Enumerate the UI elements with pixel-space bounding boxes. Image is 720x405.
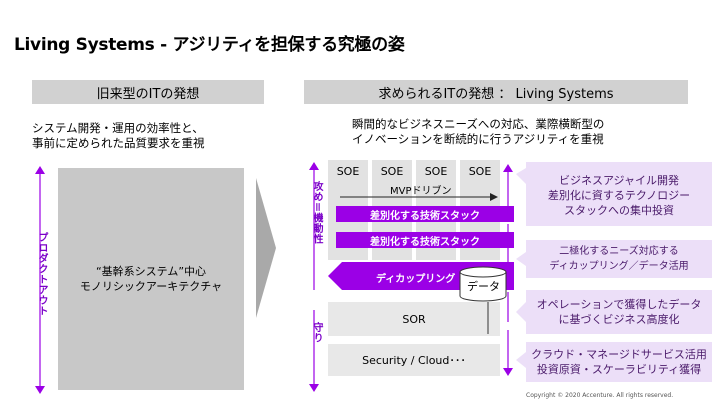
axis-arrowhead-up-icon [309, 162, 319, 170]
defense-label: 守り [311, 322, 322, 343]
callout-line: クラウド・マネージドサービス活用 [531, 348, 707, 361]
tech-stack-bar: 差別化する技術スタック [336, 206, 514, 222]
mvp-arrow-icon [340, 193, 498, 201]
callout-connectors [503, 164, 513, 376]
sor-box: SOR [328, 302, 500, 336]
living-systems-description-line: 瞬間的なビジネスニーズへの対応、業際横断型の [352, 117, 605, 131]
copyright: Copyright © 2020 Accenture. All rights r… [526, 392, 674, 399]
callout-line: 差別化に資するテクノロジー [547, 188, 691, 202]
callout-line: オペレーションで獲得したデータ [536, 298, 702, 311]
data-label: データ [467, 280, 500, 293]
page-title: Living Systems - アジリティを担保する究極の姿 [14, 35, 405, 55]
living-systems-header: 求められるITの発想 ： Living Systems [304, 80, 688, 104]
callout-decoupling: 二極化するニーズ対応する ディカップリング／データ活用 [526, 240, 712, 278]
offense-defense-axis [309, 162, 319, 392]
legacy-header: 旧来型のITの発想 [32, 80, 264, 104]
callout-line: 投資原資・スケーラビリティ獲得 [536, 363, 702, 376]
callout-operations: オペレーションで獲得したデータ に基づくビジネス高度化 [526, 290, 712, 334]
callout-agile: ビジネスアジャイル開発 差別化に資するテクノロジー スタックへの集中投資 [526, 166, 712, 224]
transition-chevron-icon [256, 178, 276, 318]
axis-arrowhead-up-icon [35, 166, 45, 174]
database-icon [459, 266, 507, 302]
monolith-line: モノリシックアーキテクチャ [79, 280, 223, 293]
product-out-label: プロダクトアウト [36, 232, 47, 316]
callout-backgrounds [516, 162, 712, 382]
monolith-box: “基幹系システム”中心 モノリシックアーキテクチャ [58, 168, 244, 390]
axis-arrowhead-up-icon [503, 164, 513, 172]
offense-label: 攻め＝機動性 [311, 181, 322, 244]
data-connector [487, 302, 489, 334]
axis-arrowhead-down-icon [503, 368, 513, 376]
monolith-line: “基幹系システム”中心 [95, 265, 207, 278]
decoupling-label: ディカップリング [376, 274, 456, 285]
legacy-description-line: 事前に定められた品質要求を重視 [32, 136, 205, 150]
living-systems-description: 瞬間的なビジネスニーズへの対応、業際横断型の イノベーションを断続的に行うアジリ… [352, 117, 604, 147]
callout-line: 二極化するニーズ対応する [559, 246, 679, 257]
living-systems-description-line: イノベーションを断続的に行うアジリティを重視 [352, 132, 604, 146]
mvp-label: MVPドリブン [390, 186, 452, 197]
axis-arrowhead-down-icon [309, 384, 319, 392]
tech-stack-bar: 差別化する技術スタック [336, 232, 514, 248]
axis-arrowhead-down-icon [35, 386, 45, 394]
product-out-axis [35, 166, 45, 394]
security-cloud-box: Security / Cloud･･･ [328, 344, 500, 376]
callout-line: ディカップリング／データ活用 [549, 261, 689, 272]
legacy-description-line: システム開発・運用の効率性と、 [32, 121, 204, 135]
callout-line: スタックへの集中投資 [564, 203, 674, 217]
callout-line: に基づくビジネス高度化 [558, 313, 680, 326]
callout-cloud: クラウド・マネージドサービス活用 投資原資・スケーラビリティ獲得 [526, 342, 712, 382]
callout-line: ビジネスアジャイル開発 [558, 173, 679, 187]
legacy-description: システム開発・運用の効率性と、 事前に定められた品質要求を重視 [32, 121, 205, 151]
